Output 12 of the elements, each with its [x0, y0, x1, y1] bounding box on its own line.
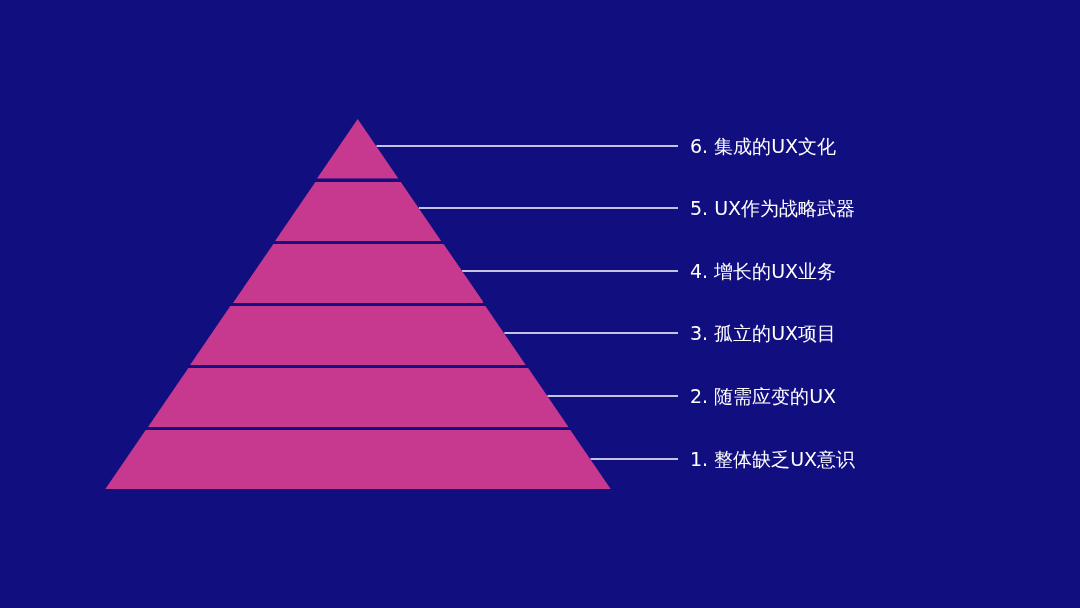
level-label: 2. 随需应变的UX [690, 384, 837, 408]
leader-line [589, 458, 679, 460]
level-label: 3. 孤立的UX项目 [690, 321, 837, 345]
level-label: 5. UX作为战略武器 [690, 196, 856, 220]
leader-line [461, 270, 679, 272]
level-label: 1. 整体缺乏UX意识 [690, 447, 856, 471]
leader-line [375, 145, 679, 147]
level-label: 4. 增长的UX业务 [690, 259, 837, 283]
level-label: 6. 集成的UX文化 [690, 134, 837, 158]
leader-line [546, 395, 679, 397]
leader-line [503, 332, 679, 334]
leader-line [418, 207, 679, 209]
